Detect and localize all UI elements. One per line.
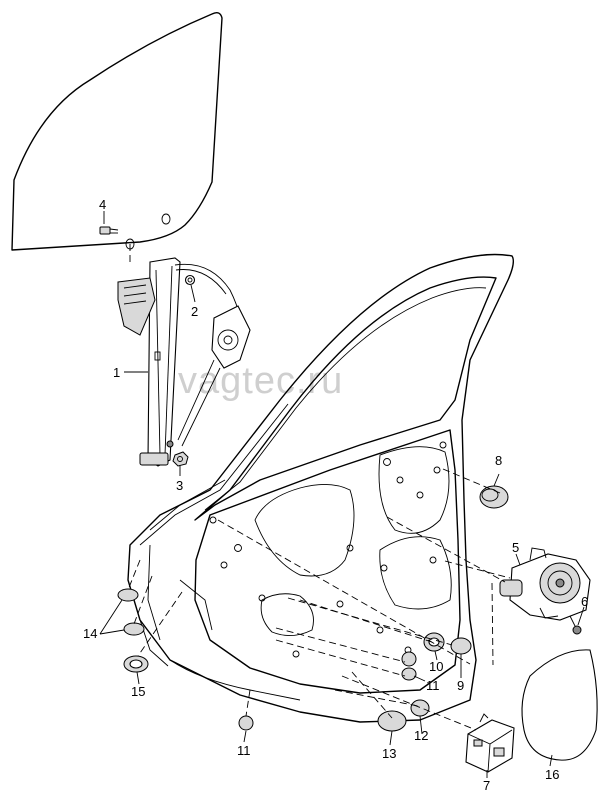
callout-8: 8 [495, 453, 502, 468]
callout-15: 15 [131, 684, 145, 699]
callout-3: 3 [176, 478, 183, 493]
callout-12: 12 [414, 728, 428, 743]
window-regulator-part-1 [117, 257, 251, 467]
plug-part-13 [377, 710, 407, 732]
nut-part-2 [184, 274, 196, 286]
screw-part-6 [569, 615, 582, 635]
callout-7: 7 [483, 778, 490, 793]
assembly-lines [127, 244, 511, 731]
door-shell [127, 253, 515, 723]
callout-14: 14 [83, 626, 97, 641]
callout-4: 4 [99, 197, 106, 212]
cap-part-8 [479, 485, 509, 509]
bolt-part-4 [99, 226, 119, 235]
window-motor-part-5 [499, 547, 591, 621]
control-unit-part-7 [465, 713, 515, 773]
window-glass [11, 11, 223, 251]
callout-13: 13 [382, 746, 396, 761]
callout-5: 5 [512, 540, 519, 555]
watermark-text: vagtec.ru [178, 360, 343, 402]
callout-2: 2 [191, 304, 198, 319]
callout-11-right: 11 [426, 678, 440, 693]
plug-parts-14 [117, 588, 145, 636]
leader-lines [99, 211, 585, 778]
callout-16: 16 [545, 767, 559, 782]
nut-part-3 [172, 451, 189, 467]
callout-10: 10 [429, 659, 443, 674]
plug-part-12 [410, 699, 430, 717]
grommet-part-15 [123, 655, 149, 673]
plug-part-9 [450, 637, 472, 655]
callout-1: 1 [113, 365, 120, 380]
callout-9: 9 [457, 678, 464, 693]
callout-6: 6 [581, 594, 588, 609]
plug-parts-11 [238, 651, 417, 731]
callout-labels: 4 2 1 3 8 5 6 14 15 10 9 11 11 13 12 7 1… [83, 197, 588, 793]
sealing-membrane-part-16 [521, 649, 598, 761]
callout-11-bottom: 11 [237, 743, 251, 758]
